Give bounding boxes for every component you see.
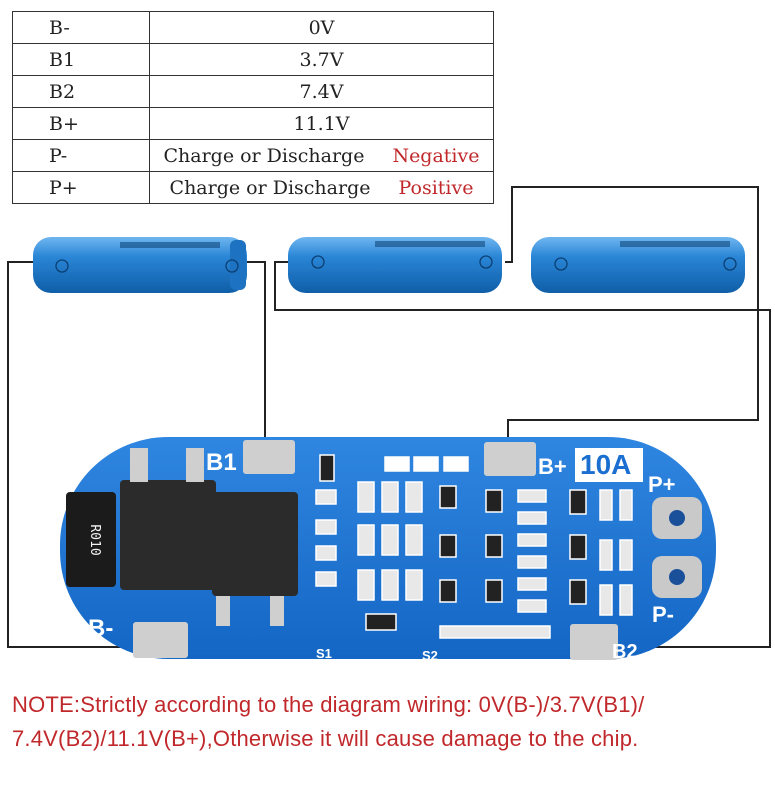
note-line-2: 7.4V(B2)/11.1V(B+),Otherwise it will cau…: [12, 726, 639, 751]
pin-table-row: P- Charge or Discharge Negative: [12, 139, 494, 172]
pad-b-plus: [484, 442, 536, 476]
pin-table-row: B+ 11.1V: [12, 107, 494, 140]
pin-value-cell: 7.4V: [149, 75, 494, 108]
pin-table-row: B- 0V: [12, 11, 494, 44]
label-s2: S2: [422, 648, 438, 663]
resistor-label: R010: [87, 524, 102, 555]
note-line-1: NOTE:Strictly according to the diagram w…: [12, 692, 645, 717]
pin-value-text: 11.1V: [293, 112, 350, 135]
protection-board: R010: [60, 437, 716, 663]
pin-value-cell: 11.1V: [149, 107, 494, 140]
label-b2: B2: [612, 641, 638, 663]
mosfet-1: [120, 480, 216, 590]
minus-symbol-icon: [311, 255, 325, 269]
pin-value-text: 7.4V: [299, 80, 344, 103]
pin-name-cell: P-: [12, 139, 150, 172]
wire-b1: [245, 261, 266, 438]
pin-value-text: Charge or Discharge: [163, 144, 365, 167]
minus-symbol-icon: [55, 259, 69, 273]
pin-polarity-text: Positive: [398, 176, 474, 199]
pin-table-row: P+ Charge or Discharge Positive: [12, 171, 494, 204]
battery-3: [531, 237, 745, 293]
current-label-box: [575, 448, 643, 482]
label-s1: S1: [316, 646, 332, 661]
p-minus-hole: [669, 569, 685, 585]
pin-value-text: 3.7V: [299, 48, 344, 71]
label-b-plus: B+: [538, 454, 567, 479]
pin-value-cell: 0V: [149, 11, 494, 44]
battery-2: [288, 237, 502, 293]
label-b-minus: B-: [88, 615, 113, 642]
smd-components: [315, 454, 633, 639]
label-p-minus: P-: [652, 602, 674, 627]
pin-value-cell: Charge or Discharge Positive: [149, 171, 494, 204]
pin-polarity-text: Negative: [392, 144, 480, 167]
pad-b1: [243, 440, 295, 474]
pin-value-text: 0V: [308, 16, 335, 39]
warning-note: NOTE:Strictly according to the diagram w…: [12, 688, 772, 756]
p-plus-hole: [669, 510, 685, 526]
label-10a: 10A: [580, 449, 631, 480]
plus-symbol-icon: [479, 255, 493, 269]
pin-name-cell: B-: [12, 11, 150, 44]
shunt-resistor: [66, 492, 116, 587]
pin-value-cell: Charge or Discharge Negative: [149, 139, 494, 172]
pad-b-minus: [133, 622, 188, 658]
wire-b-minus: [7, 261, 140, 648]
pad-b2: [570, 624, 618, 660]
pin-value-cell: 3.7V: [149, 43, 494, 76]
plus-symbol-icon: [723, 257, 737, 271]
battery-1: [33, 237, 247, 293]
pin-value-text: Charge or Discharge: [169, 176, 371, 199]
minus-symbol-icon: [554, 257, 568, 271]
pin-name-cell: B+: [12, 107, 150, 140]
label-p-plus: P+: [648, 472, 676, 497]
label-b1: B1: [206, 449, 237, 476]
wires: [7, 186, 771, 648]
mosfet-2: [212, 492, 298, 596]
pin-name-cell: P+: [12, 171, 150, 204]
wiring-diagram: R010: [7, 186, 771, 663]
wire-b2: [274, 261, 771, 648]
wire-b-plus: [505, 186, 759, 440]
plus-symbol-icon: [225, 259, 239, 273]
